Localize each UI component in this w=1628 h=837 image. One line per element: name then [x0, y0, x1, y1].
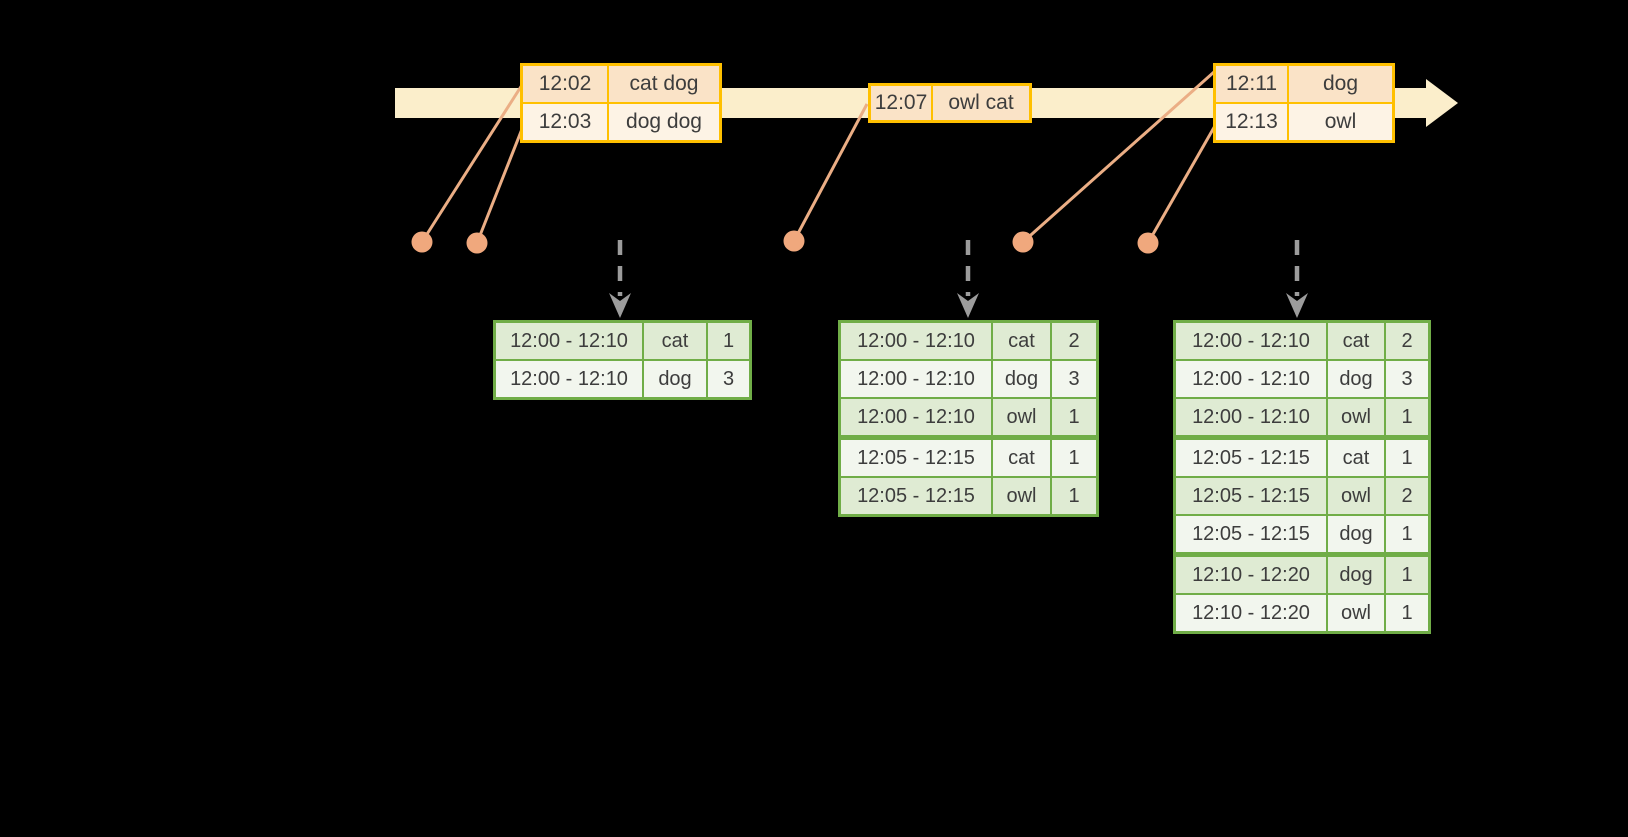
- window-cell: 12:05 - 12:15: [841, 440, 991, 476]
- count-cell: 1: [1052, 478, 1096, 514]
- word-cell: dog: [1328, 361, 1384, 397]
- window-cell: 12:05 - 12:15: [1176, 440, 1326, 476]
- count-cell: 3: [708, 361, 749, 397]
- event-time-cell: 12:03: [523, 104, 607, 140]
- word-cell: owl: [1328, 595, 1384, 631]
- count-cell: 1: [1052, 399, 1096, 435]
- connector-line: [1022, 70, 1215, 244]
- word-cell: owl: [1328, 478, 1384, 514]
- event-words-cell: owl cat: [933, 86, 1029, 120]
- word-cell: cat: [993, 323, 1050, 359]
- window-cell: 12:00 - 12:10: [496, 323, 642, 359]
- window-cell: 12:05 - 12:15: [1176, 478, 1326, 514]
- window-cell: 12:10 - 12:20: [1176, 557, 1326, 593]
- word-cell: cat: [1328, 440, 1384, 476]
- event-time-cell: 12:13: [1216, 104, 1287, 140]
- event-marker-dot-icon: [411, 231, 433, 253]
- count-cell: 1: [1052, 440, 1096, 476]
- event-time-cell: 12:07: [871, 86, 931, 120]
- count-cell: 1: [708, 323, 749, 359]
- down-arrowhead-icon: [957, 293, 979, 318]
- word-cell: cat: [993, 440, 1050, 476]
- event-marker-dot-icon: [783, 230, 805, 252]
- window-cell: 12:00 - 12:10: [1176, 323, 1326, 359]
- connector-lines: [420, 70, 1218, 244]
- event-words-cell: dog: [1289, 66, 1392, 102]
- event-words-cell: cat dog: [609, 66, 719, 102]
- timeline-arrowhead-icon: [1426, 79, 1458, 127]
- event-words-cell: dog dog: [609, 104, 719, 140]
- count-cell: 1: [1386, 557, 1428, 593]
- count-cell: 3: [1052, 361, 1096, 397]
- count-cell: 2: [1052, 323, 1096, 359]
- window-cell: 12:00 - 12:10: [841, 361, 991, 397]
- event-marker-dots: [411, 230, 1159, 254]
- word-cell: dog: [644, 361, 706, 397]
- event-words-cell: owl: [1289, 104, 1392, 140]
- count-cell: 1: [1386, 440, 1428, 476]
- count-cell: 1: [1386, 516, 1428, 552]
- word-cell: dog: [1328, 557, 1384, 593]
- connector-line: [792, 103, 869, 242]
- count-cell: 2: [1386, 478, 1428, 514]
- event-time-cell: 12:02: [523, 66, 607, 102]
- down-arrowhead-icon: [609, 293, 631, 318]
- window-cell: 12:00 - 12:10: [841, 323, 991, 359]
- window-cell: 12:00 - 12:10: [1176, 399, 1326, 435]
- window-cell: 12:00 - 12:10: [1176, 361, 1326, 397]
- word-cell: dog: [993, 361, 1050, 397]
- count-cell: 2: [1386, 323, 1428, 359]
- connector-line: [420, 84, 524, 243]
- word-cell: owl: [1328, 399, 1384, 435]
- count-cell: 1: [1386, 399, 1428, 435]
- word-cell: cat: [644, 323, 706, 359]
- down-arrowhead-icon: [1286, 293, 1308, 318]
- count-cell: 1: [1386, 595, 1428, 631]
- event-marker-dot-icon: [466, 232, 488, 254]
- window-cell: 12:00 - 12:10: [496, 361, 642, 397]
- event-marker-dot-icon: [1012, 231, 1034, 253]
- event-marker-dot-icon: [1137, 232, 1159, 254]
- window-cell: 12:05 - 12:15: [1176, 516, 1326, 552]
- trigger-arrows: [609, 240, 1308, 318]
- window-cell: 12:10 - 12:20: [1176, 595, 1326, 631]
- word-cell: owl: [993, 478, 1050, 514]
- word-cell: cat: [1328, 323, 1384, 359]
- word-cell: owl: [993, 399, 1050, 435]
- count-cell: 3: [1386, 361, 1428, 397]
- connector-line: [1146, 123, 1218, 244]
- window-cell: 12:05 - 12:15: [841, 478, 991, 514]
- word-cell: dog: [1328, 516, 1384, 552]
- event-time-cell: 12:11: [1216, 66, 1287, 102]
- window-cell: 12:00 - 12:10: [841, 399, 991, 435]
- connector-line: [475, 123, 526, 244]
